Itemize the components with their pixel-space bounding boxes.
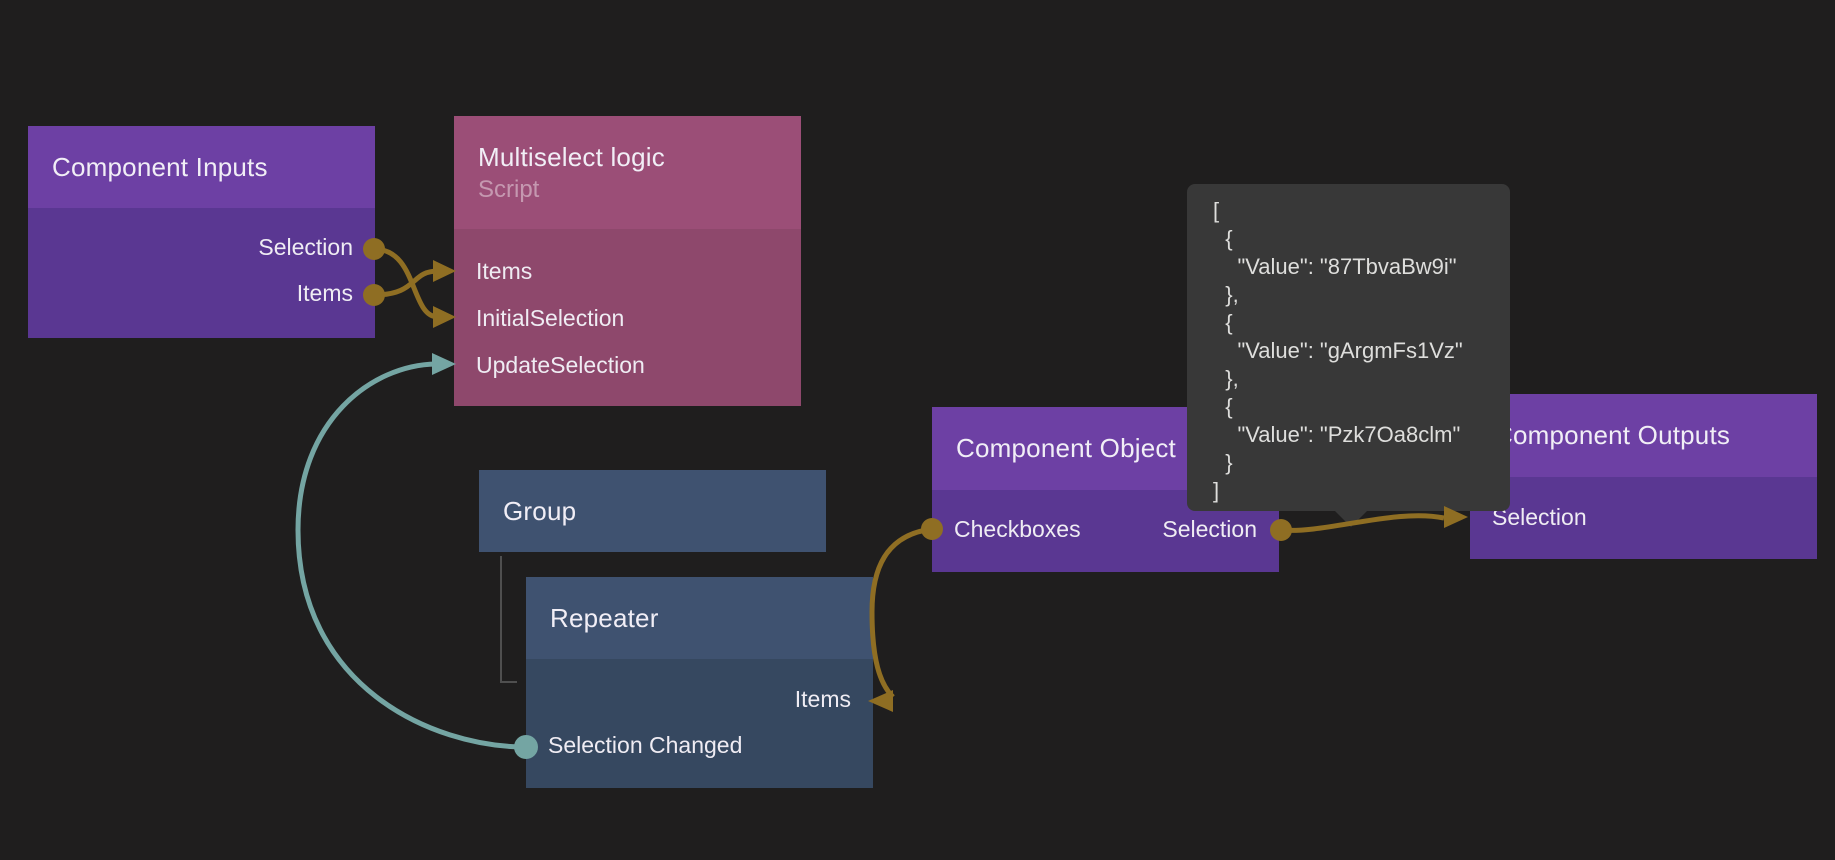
port-component-object-checkboxes[interactable]: Checkboxes: [954, 515, 1081, 542]
node-multiselect-logic-body: Items InitialSelection UpdateSelection: [454, 229, 801, 389]
port-label: Items: [296, 279, 353, 306]
node-repeater[interactable]: Repeater Items Selection Changed: [526, 577, 873, 788]
node-title: Component Object: [956, 433, 1176, 463]
port-component-inputs-selection[interactable]: Selection: [28, 224, 375, 270]
node-group-header[interactable]: Group: [479, 470, 826, 552]
node-component-outputs-header[interactable]: Component Outputs: [1470, 394, 1817, 477]
node-title: Component Inputs: [52, 151, 268, 182]
node-component-inputs-body: Selection Items: [28, 208, 375, 316]
node-component-outputs-body: Selection: [1470, 477, 1817, 540]
node-component-inputs-header[interactable]: Component Inputs: [28, 126, 375, 208]
node-title: Component Outputs: [1494, 420, 1731, 450]
node-component-outputs[interactable]: Component Outputs Selection: [1470, 394, 1817, 559]
node-multiselect-logic[interactable]: Multiselect logic Script Items InitialSe…: [454, 116, 801, 406]
port-multiselect-updateselection[interactable]: UpdateSelection: [454, 342, 801, 389]
port-component-object-selection[interactable]: Selection: [1162, 515, 1257, 542]
port-component-inputs-items[interactable]: Items: [28, 270, 375, 316]
port-label: Selection Changed: [548, 731, 743, 758]
port-component-outputs-selection[interactable]: Selection: [1470, 494, 1817, 540]
node-repeater-header[interactable]: Repeater: [526, 577, 873, 659]
port-label: Items: [476, 258, 533, 284]
port-value-tooltip: [ { "Value": "87TbvaBw9i" }, { "Value": …: [1187, 184, 1510, 527]
node-component-inputs[interactable]: Component Inputs Selection Items: [28, 126, 375, 338]
node-group[interactable]: Group: [479, 470, 826, 552]
node-title: Group: [503, 495, 577, 526]
port-repeater-items[interactable]: Items: [526, 676, 873, 722]
port-multiselect-items[interactable]: Items: [454, 248, 801, 295]
port-repeater-selection-changed[interactable]: Selection Changed: [526, 722, 873, 768]
port-label: UpdateSelection: [476, 352, 645, 378]
node-repeater-body: Items Selection Changed: [526, 659, 873, 768]
group-child-tree-line: [500, 556, 517, 683]
port-label: InitialSelection: [476, 305, 625, 331]
port-label: Items: [794, 685, 851, 712]
connection-selectionchanged-to-updateselection[interactable]: [295, 353, 538, 759]
port-label: Selection: [258, 233, 353, 260]
port-row: Checkboxes Selection: [932, 506, 1279, 552]
connection-items-to-items[interactable]: [363, 260, 456, 306]
node-subtitle: Script: [478, 175, 540, 203]
node-title: Repeater: [550, 602, 659, 633]
node-title: Multiselect logic: [478, 141, 665, 172]
tooltip-json-text: [ { "Value": "87TbvaBw9i" }, { "Value": …: [1213, 198, 1463, 503]
connection-selection-to-outputs-selection[interactable]: [1270, 506, 1468, 541]
node-component-object-body: Checkboxes Selection: [932, 490, 1279, 552]
node-multiselect-logic-header[interactable]: Multiselect logic Script: [454, 116, 801, 229]
port-multiselect-initialselection[interactable]: InitialSelection: [454, 295, 801, 342]
